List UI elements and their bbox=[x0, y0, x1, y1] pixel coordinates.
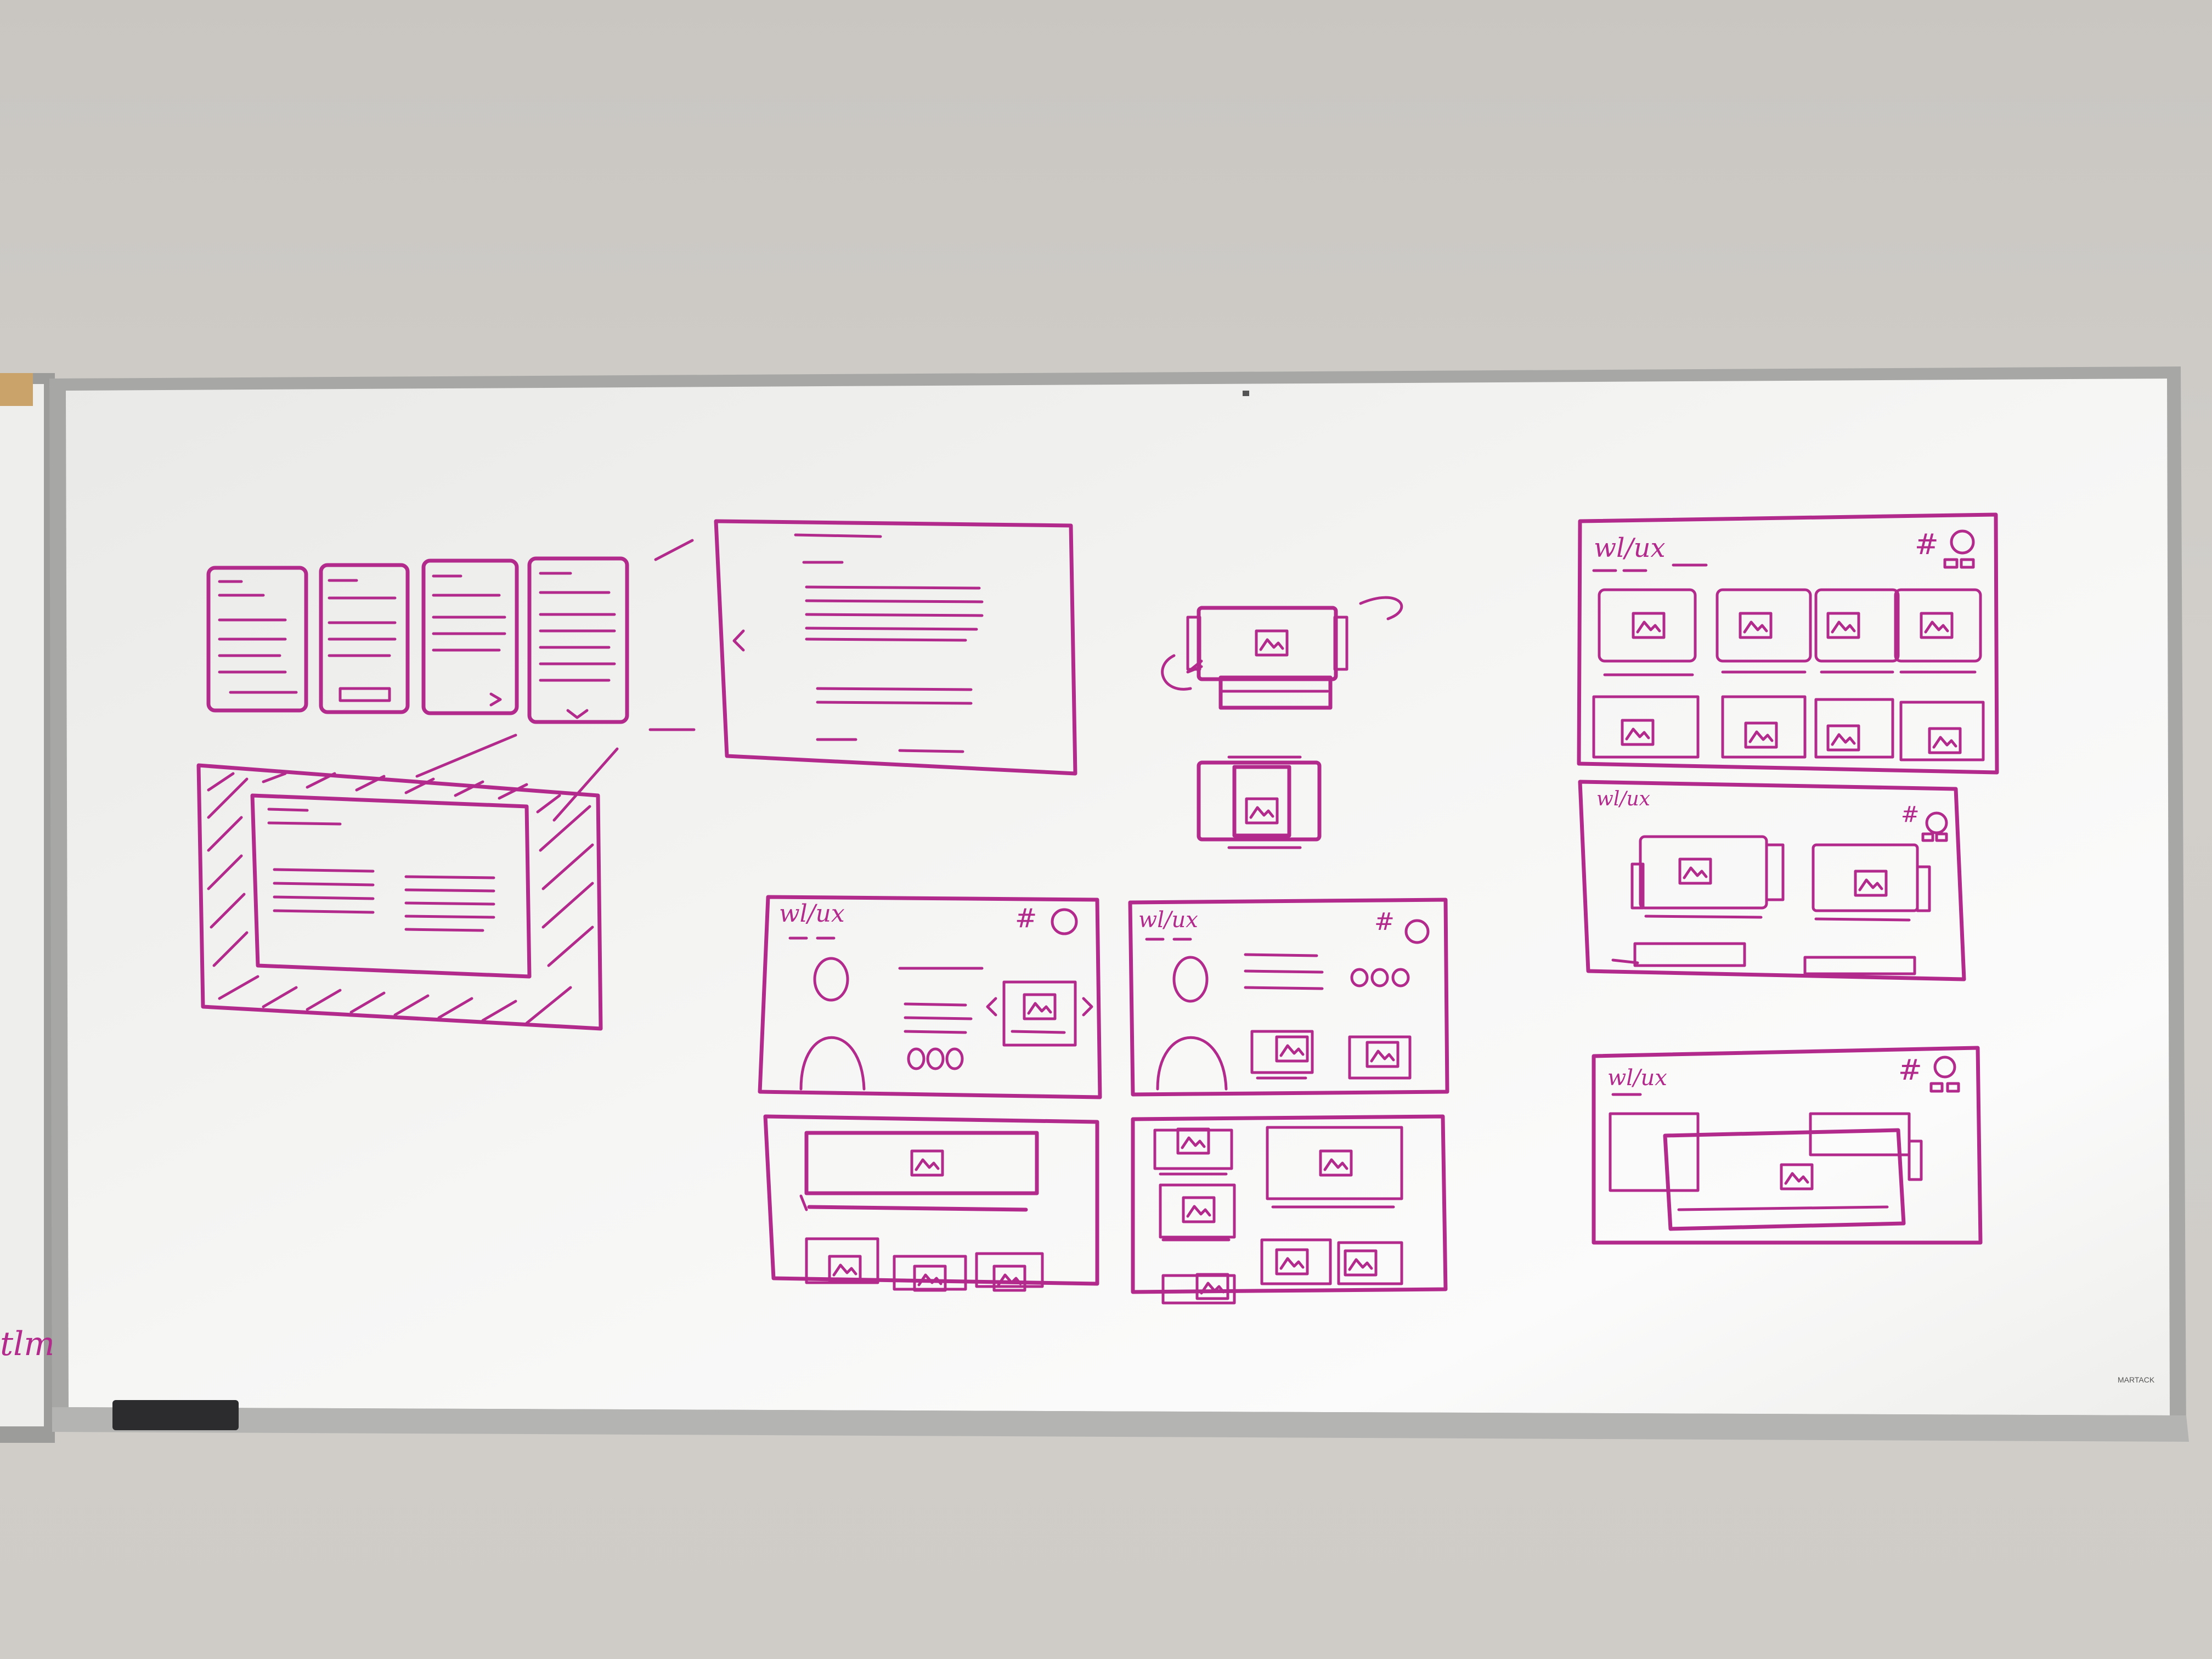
logo-text-5: wl/ux bbox=[1607, 1065, 1667, 1091]
sketch-carousel bbox=[1161, 596, 1403, 849]
sketch-detail-card bbox=[714, 519, 1077, 776]
logo-text-4: wl/ux bbox=[1596, 788, 1650, 810]
avatar-icon-5 bbox=[1933, 1056, 1956, 1079]
left-board-text: tlm bbox=[0, 1325, 55, 1363]
left-whiteboard: tlm bbox=[0, 373, 55, 1443]
logo-text-3: wl/ux bbox=[1594, 533, 1666, 563]
sketch-phone-cards bbox=[206, 539, 696, 731]
sketch-profile-screens: wl/ux # wl/ux # bbox=[758, 895, 1449, 1305]
hash-icon-2: # bbox=[1374, 908, 1395, 936]
avatar-icon-2 bbox=[1404, 919, 1430, 944]
sketch-right-screens: wl/ux # bbox=[1577, 512, 1999, 1245]
avatar-icon-3 bbox=[1950, 529, 1975, 555]
maker-label: MARTACK bbox=[2118, 1375, 2155, 1384]
hash-icon-4: # bbox=[1901, 802, 1920, 827]
sketch-modal bbox=[196, 733, 619, 1031]
logo-text-1: wl/ux bbox=[779, 900, 845, 928]
avatar-icon bbox=[1051, 908, 1078, 935]
logo-text-2: wl/ux bbox=[1138, 907, 1198, 933]
main-whiteboard: MARTACK bbox=[49, 366, 2189, 1442]
hash-icon: # bbox=[1015, 903, 1037, 934]
eraser[interactable] bbox=[112, 1400, 239, 1430]
hash-icon-3: # bbox=[1915, 528, 1939, 561]
hash-icon-5: # bbox=[1898, 1054, 1922, 1087]
